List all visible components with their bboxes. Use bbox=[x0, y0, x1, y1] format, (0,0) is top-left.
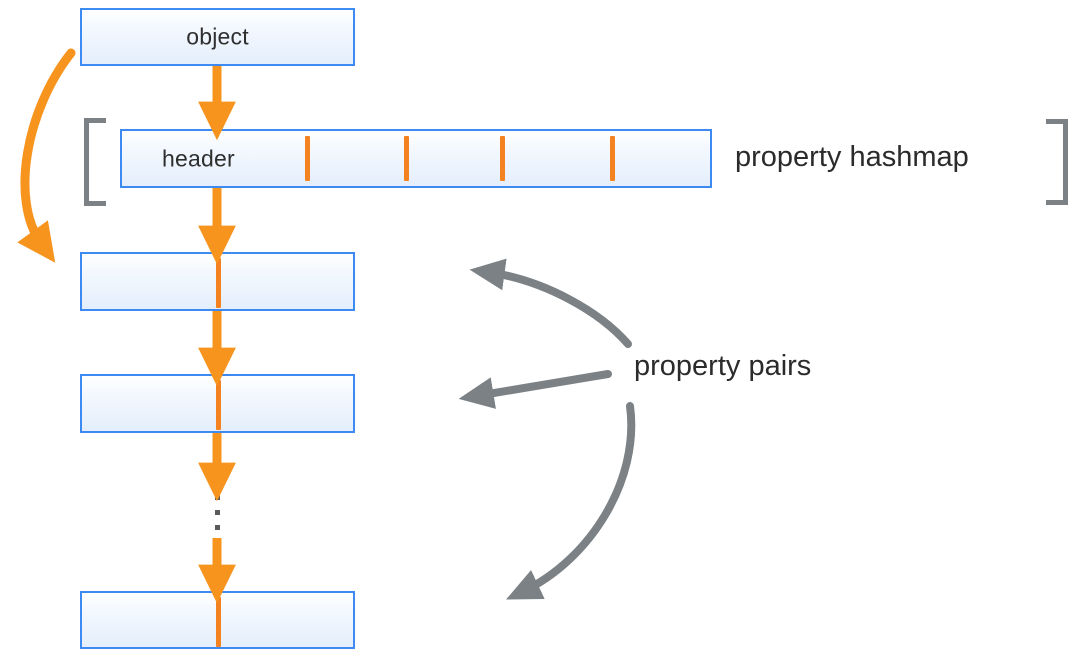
property-pair-divider-tick bbox=[216, 597, 221, 647]
object-box-label: object bbox=[186, 23, 249, 50]
ellipsis-dot-3 bbox=[215, 525, 220, 530]
hashmap-slot-tick-2 bbox=[404, 136, 409, 181]
bracket-close-right bbox=[1046, 119, 1068, 205]
property-hashmap-caption: property hashmap bbox=[735, 141, 969, 173]
hashmap-slot-tick-3 bbox=[500, 136, 505, 181]
property-pair-divider-tick bbox=[216, 258, 221, 308]
property-pairs-caption: property pairs bbox=[634, 350, 812, 382]
object-box: object bbox=[80, 8, 355, 66]
pairs-arrow-upper bbox=[469, 258, 632, 348]
pairs-arrow-middle bbox=[458, 370, 612, 409]
header-box: header bbox=[120, 129, 712, 188]
hashmap-slot-tick-4 bbox=[610, 136, 615, 181]
property-pair-box-1 bbox=[80, 252, 355, 311]
property-pair-box-3 bbox=[80, 591, 355, 649]
property-pair-divider-tick bbox=[216, 380, 221, 430]
property-pair-box-2 bbox=[80, 374, 355, 433]
ellipsis-dot-1 bbox=[215, 495, 220, 500]
ellipsis-dot-2 bbox=[215, 510, 220, 515]
bracket-open-left bbox=[84, 118, 106, 206]
hashmap-slot-tick-1 bbox=[305, 136, 310, 181]
gray-callout-arrows bbox=[458, 258, 636, 600]
header-box-label: header bbox=[162, 145, 235, 171]
object-curved-back-arrow bbox=[17, 48, 76, 263]
pairs-arrow-lower bbox=[506, 402, 636, 600]
